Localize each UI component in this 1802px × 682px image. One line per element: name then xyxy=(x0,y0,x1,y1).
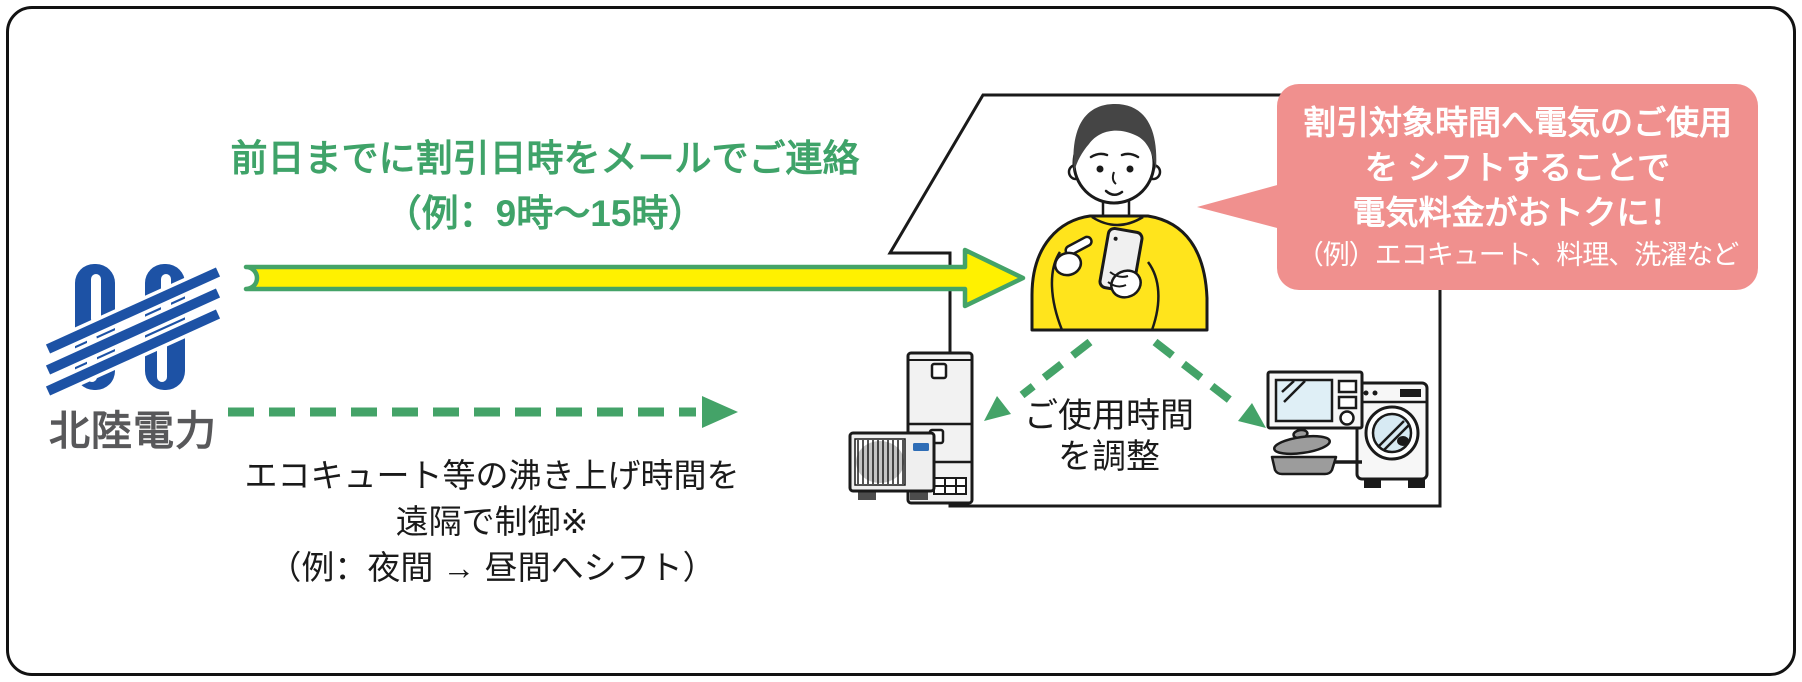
microwave-icon xyxy=(1266,370,1364,430)
frying-pan-icon xyxy=(1270,428,1362,476)
email-notification-arrow xyxy=(243,247,1026,309)
email-notification-text: 前日までに割引日時をメールでご連絡 （例：9時～15時） xyxy=(195,131,895,241)
remote-control-text: エコキュート等の沸き上げ時間を 遠隔で制御※ （例：夜間 → 昼間へシフト） xyxy=(242,453,742,591)
remote-control-line3: （例：夜間 → 昼間へシフト） xyxy=(268,549,716,586)
adjust-left-dashed-arrow xyxy=(984,338,1093,421)
washing-machine-icon xyxy=(1355,381,1429,488)
email-notification-line1: 前日までに割引日時をメールでご連絡 xyxy=(230,138,860,179)
speech-bubble: 割引対象時間へ電気のご使用 を シフトすることで 電気料金がおトクに！ （例）エ… xyxy=(1277,84,1758,290)
speech-bubble-line3: 電気料金がおトクに！ xyxy=(1352,193,1683,231)
company-name: 北陸電力 xyxy=(49,408,217,454)
adjust-right-dashed-arrow xyxy=(1152,338,1266,428)
remote-control-dashed-arrow xyxy=(228,396,738,428)
heat-pump-unit-icon xyxy=(848,431,936,500)
speech-bubble-line4: （例）エコキュート、料理、洗濯など xyxy=(1296,239,1739,270)
email-notification-line2: （例：9時～15時） xyxy=(384,193,706,234)
speech-bubble-line1: 割引対象時間へ電気のご使用 xyxy=(1303,103,1732,141)
usage-adjust-line2: を調整 xyxy=(1058,438,1160,476)
usage-adjust-text: ご使用時間 を調整 xyxy=(1014,396,1204,478)
hokuriku-electric-logo-icon xyxy=(44,264,222,399)
remote-control-line1: エコキュート等の沸き上げ時間を xyxy=(244,457,740,494)
speech-bubble-tail xyxy=(1197,184,1281,229)
remote-control-line2: 遠隔で制御※ xyxy=(395,503,589,540)
speech-bubble-line2: を シフトすることで xyxy=(1364,148,1671,186)
usage-adjust-line1: ご使用時間 xyxy=(1024,397,1194,435)
person-smartphone-illustration xyxy=(1030,103,1209,332)
